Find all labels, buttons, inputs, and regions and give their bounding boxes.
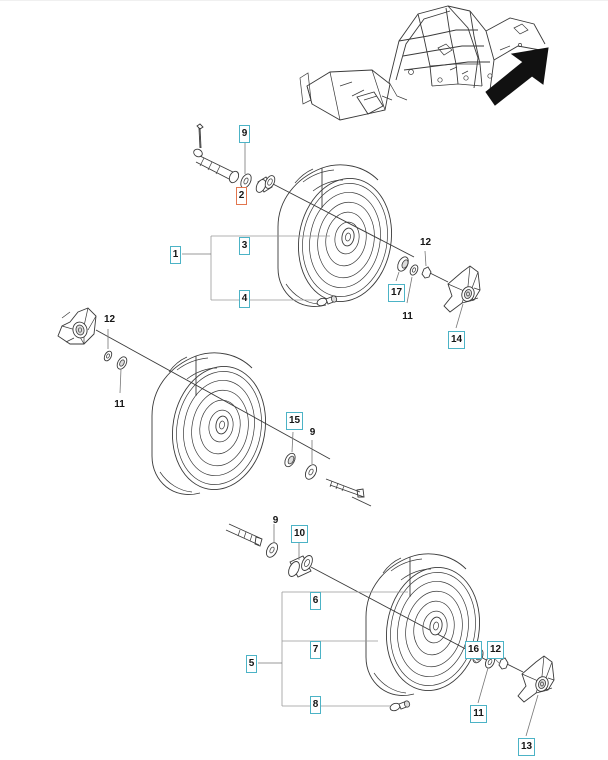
valve-stem-part-8 bbox=[389, 700, 411, 712]
bottom-wheel-assembly bbox=[225, 523, 555, 737]
callout-label-3[interactable]: 3 bbox=[239, 237, 250, 255]
middle-wheel-assembly bbox=[57, 307, 372, 507]
callout-label-16[interactable]: 16 bbox=[465, 641, 482, 659]
bearing-part-15 bbox=[284, 452, 296, 468]
washer-part-9-middle bbox=[304, 464, 318, 480]
leader-13 bbox=[525, 694, 539, 737]
callout-label-12[interactable]: 12 bbox=[419, 237, 432, 248]
leader-16 bbox=[472, 658, 478, 664]
callout-label-12[interactable]: 12 bbox=[103, 314, 116, 325]
callout-label-5[interactable]: 5 bbox=[246, 655, 257, 673]
washer-part-9-bottom bbox=[265, 542, 279, 558]
nut-part-12-top bbox=[421, 266, 432, 279]
callout-label-4[interactable]: 4 bbox=[239, 290, 250, 308]
wheel-tire-top bbox=[277, 164, 393, 307]
washer-part-12-middle bbox=[103, 350, 113, 362]
callout-label-12[interactable]: 12 bbox=[487, 641, 504, 659]
leader-17 bbox=[395, 271, 400, 282]
caster-fork-part-13 bbox=[517, 655, 555, 703]
callout-label-10[interactable]: 10 bbox=[291, 525, 308, 543]
callout-label-8[interactable]: 8 bbox=[310, 696, 321, 714]
callout-label-9[interactable]: 9 bbox=[239, 125, 250, 143]
top-wheel-assembly bbox=[182, 123, 481, 329]
callout-label-6[interactable]: 6 bbox=[310, 592, 321, 610]
leader-12-top bbox=[424, 250, 427, 267]
washer-part-11-middle bbox=[116, 356, 128, 370]
leader-14 bbox=[455, 303, 464, 329]
callout-label-14[interactable]: 14 bbox=[448, 331, 465, 349]
valve-stem-part-4 bbox=[316, 295, 338, 307]
axle-shaft-bottom bbox=[310, 566, 493, 664]
leader-12-bottom bbox=[494, 658, 501, 665]
callout-label-7[interactable]: 7 bbox=[310, 641, 321, 659]
machine-frame-overview bbox=[299, 5, 549, 121]
bearing-part-17 bbox=[397, 256, 409, 272]
callout-label-2[interactable]: 2 bbox=[236, 187, 247, 205]
leader-11-bottom bbox=[477, 667, 489, 704]
leader-11-top bbox=[406, 276, 413, 304]
leader-11-middle bbox=[119, 368, 122, 394]
washer-part-11-top bbox=[409, 264, 419, 276]
sleeve-bushing-part-10 bbox=[288, 555, 313, 578]
wheel-tire-bottom bbox=[365, 553, 481, 696]
direction-arrow-icon bbox=[485, 47, 549, 106]
caster-fork-part-14 bbox=[443, 265, 481, 313]
spacer-bushing-part-2 bbox=[255, 175, 276, 193]
callout-label-11[interactable]: 11 bbox=[114, 399, 125, 410]
top-divider bbox=[0, 0, 608, 1]
wheel-tire-middle bbox=[151, 352, 267, 495]
caster-fork-left-middle bbox=[57, 307, 97, 345]
axle-shaft bbox=[272, 183, 415, 258]
bolt-part-bottom bbox=[225, 523, 263, 547]
callout-label-17[interactable]: 17 bbox=[388, 284, 405, 302]
callout-label-11[interactable]: 11 bbox=[470, 705, 487, 723]
callout-label-9[interactable]: 9 bbox=[309, 427, 316, 438]
callout-label-1[interactable]: 1 bbox=[170, 246, 181, 264]
bolt-part-middle bbox=[325, 478, 372, 507]
callout-label-11[interactable]: 11 bbox=[402, 311, 413, 322]
axle-shaft-middle bbox=[95, 329, 331, 460]
callout-label-13[interactable]: 13 bbox=[518, 738, 535, 756]
leader-15 bbox=[291, 431, 294, 453]
callout-label-9[interactable]: 9 bbox=[272, 515, 279, 526]
callout-label-15[interactable]: 15 bbox=[286, 412, 303, 430]
nut-part-12-bottom bbox=[498, 657, 509, 670]
axle-bolt-part bbox=[193, 123, 240, 184]
